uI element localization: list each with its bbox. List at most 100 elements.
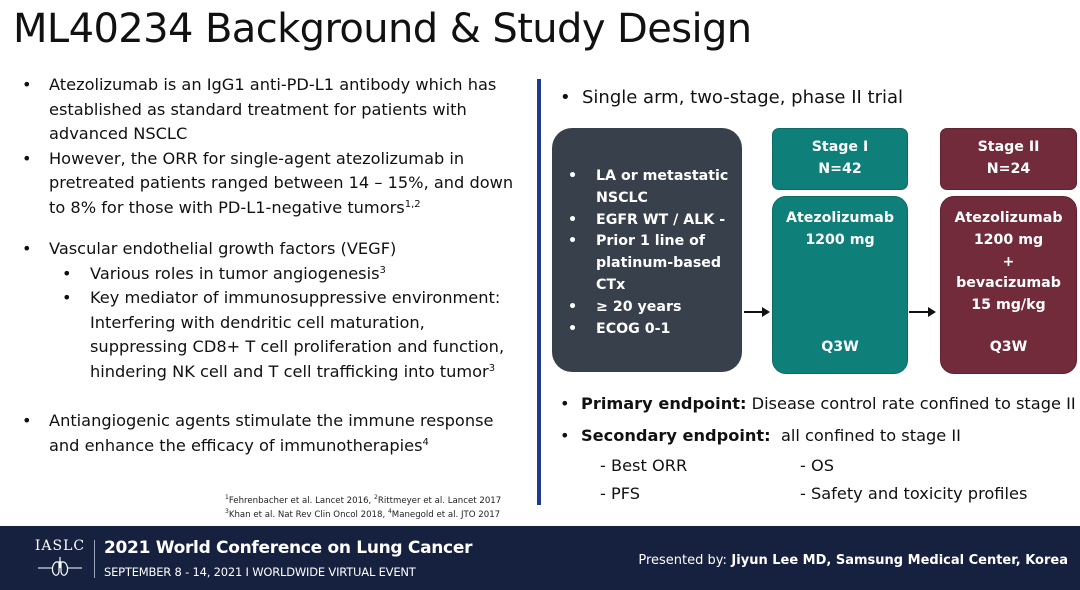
bullet-dot: • xyxy=(62,263,72,283)
bullet-dot: • xyxy=(568,168,578,184)
drug-dose: 1200 mg xyxy=(973,231,1044,248)
stage-2-treatment: Atezolizumab 1200 mg + bevacizumab 15 mg… xyxy=(940,196,1077,374)
criteria-item: • EGFR WT / ALK - xyxy=(568,210,738,232)
footer-divider xyxy=(94,540,95,578)
bullet-dot: • xyxy=(568,298,578,315)
reference-line-1: 1Fehrenbacher et al. Lancet 2016, 2Rittm… xyxy=(225,494,501,508)
dosing-schedule: Q3W xyxy=(989,339,1028,356)
endpoint-item: - Best ORR xyxy=(600,456,688,475)
citation-superscript: 1,2 xyxy=(404,198,421,210)
bullet-text: Vascular endothelial growth factors (VEG… xyxy=(49,239,397,258)
references: 1Fehrenbacher et al. Lancet 2016, 2Rittm… xyxy=(225,494,501,522)
sub-bullet-immunosuppressive: • Key mediator of immunosuppressive envi… xyxy=(62,286,527,384)
stage-1-treatment: Atezolizumab 1200 mg Q3W xyxy=(772,196,908,374)
bullet-text: However, the ORR for single-agent atezol… xyxy=(49,147,527,221)
ref-text: Rittmeyer et al. Lancet 2017 xyxy=(377,496,502,506)
criteria-item: • ECOG 0-1 xyxy=(568,319,738,341)
reference-line-2: 3Khan et al. Nat Rev Clin Oncol 2018, 4M… xyxy=(225,508,501,522)
ref-number: 1 xyxy=(225,494,229,501)
endpoint-item: - PFS xyxy=(600,484,641,503)
drug-dose: 1200 mg xyxy=(805,231,875,248)
bullet-dot: • xyxy=(568,320,578,337)
criteria-list: • LA or metastatic NSCLC • EGFR WT / ALK -… xyxy=(568,166,738,340)
bullet-dot: • xyxy=(22,411,32,430)
stage-sample-size: N=42 xyxy=(818,161,862,177)
bullet-text: Antiangiogenic agents stimulate the immu… xyxy=(49,409,527,458)
ref-number: 4 xyxy=(387,508,392,515)
citation-superscript: 4 xyxy=(422,436,429,448)
bullet-text: Atezolizumab is an IgG1 anti-PD-L1 antib… xyxy=(49,75,497,143)
conference-name: 2021 World Conference on Lung Cancer xyxy=(104,538,473,558)
stage-1-header: Stage I N=42 xyxy=(772,128,908,190)
endpoint-row: - PFS - Safety and toxicity profiles xyxy=(600,480,1070,508)
drug-name: Atezolizumab xyxy=(786,210,894,226)
bullet-dot: • xyxy=(22,75,32,94)
treatment-regimen: Atezolizumab 1200 mg + bevacizumab 15 mg… xyxy=(941,208,1076,317)
citation-superscript: 3 xyxy=(488,362,496,374)
ref-text: Fehrenbacher et al. Lancet 2016, xyxy=(228,496,375,506)
endpoint-item: - OS xyxy=(800,456,835,475)
drug-name: Atezolizumab xyxy=(954,210,1063,226)
sub-bullet-text-body: Key mediator of immunosuppressive enviro… xyxy=(90,288,505,381)
endpoint-description: all confined to stage II xyxy=(770,426,961,445)
presenter-credit: Presented by: Jiyun Lee MD, Samsung Medi… xyxy=(638,553,1068,568)
criteria-text: EGFR WT / ALK - xyxy=(596,211,726,228)
trial-design-text: Single arm, two-stage, phase II trial xyxy=(582,87,904,108)
sub-bullet-text-body: Various roles in tumor angiogenesis xyxy=(90,263,380,283)
ref-number: 2 xyxy=(374,494,378,501)
iaslc-logo: IASLC xyxy=(30,538,90,582)
citation-superscript: 3 xyxy=(379,264,386,276)
conference-footer: IASLC 2021 World Conference on Lung Canc… xyxy=(0,526,1080,590)
primary-endpoint: • Primary endpoint: Disease control rate… xyxy=(560,391,1076,417)
endpoint-text: Primary endpoint: Disease control rate c… xyxy=(581,391,1076,417)
endpoints: • Primary endpoint: Disease control rate… xyxy=(560,391,1076,449)
criteria-item: • Prior 1 line of platinum-based CTx xyxy=(568,231,738,296)
presenter-name: Jiyun Lee MD, Samsung Medical Center, Ko… xyxy=(726,553,1068,568)
stage-name: Stage I xyxy=(811,139,869,156)
endpoint-text: Secondary endpoint: all confined to stag… xyxy=(581,423,961,449)
endpoint-label: Primary endpoint: xyxy=(581,394,747,413)
criteria-item: • LA or metastatic NSCLC xyxy=(568,166,738,210)
bullet-dot: • xyxy=(22,148,32,168)
vertical-divider xyxy=(537,79,541,505)
background-bullets: • Atezolizumab is an IgG1 anti-PD-L1 ant… xyxy=(22,73,527,458)
treatment-regimen: Atezolizumab 1200 mg xyxy=(773,208,907,252)
bullet-dot: • xyxy=(560,394,570,413)
stage-name: Stage II xyxy=(977,139,1040,156)
endpoint-row: - Best ORR - OS xyxy=(600,452,1070,480)
bullet-dot: • xyxy=(568,211,578,228)
dosing-schedule: Q3W xyxy=(821,339,859,356)
endpoint-item: - Safety and toxicity profiles xyxy=(800,484,1028,503)
page-title: ML40234 Background & Study Design xyxy=(13,6,752,52)
bullet-dot: • xyxy=(560,426,570,445)
criteria-text: ≥ 20 years xyxy=(596,298,682,315)
ref-text: Manegold et al. JTO 2017 xyxy=(391,510,501,520)
arrow-right-icon xyxy=(909,307,936,317)
bullet-dot: • xyxy=(560,87,571,108)
logo-text: IASLC xyxy=(34,538,86,554)
secondary-endpoint: • Secondary endpoint: all confined to st… xyxy=(560,423,1076,449)
endpoint-label: Secondary endpoint: xyxy=(581,426,771,445)
conference-dates: SEPTEMBER 8 - 14, 2021 I WORLDWIDE VIRTU… xyxy=(104,565,416,579)
sub-bullet-angiogenesis: • Various roles in tumor angiogenesis3 xyxy=(62,262,527,287)
criteria-text: ECOG 0-1 xyxy=(596,320,671,337)
bullet-text-body: However, the ORR for single-agent atezol… xyxy=(49,148,514,217)
criteria-text: Prior 1 line of platinum-based CTx xyxy=(596,233,722,293)
ref-text: Khan et al. Nat Rev Clin Oncol 2018, xyxy=(228,510,388,520)
sub-bullet-text: Various roles in tumor angiogenesis3 xyxy=(90,262,386,287)
stage-2-header: Stage II N=24 xyxy=(940,128,1077,190)
bullet-dot: • xyxy=(62,288,72,307)
ref-number: 3 xyxy=(225,508,229,515)
bullet-atezolizumab: • Atezolizumab is an IgG1 anti-PD-L1 ant… xyxy=(22,73,527,147)
bullet-antiangiogenic: • Antiangiogenic agents stimulate the im… xyxy=(22,409,527,458)
trial-design-bullet: • Single arm, two-stage, phase II trial xyxy=(560,85,903,111)
sub-bullet-text: Key mediator of immunosuppressive enviro… xyxy=(90,286,527,384)
criteria-item: • ≥ 20 years xyxy=(568,297,738,319)
endpoint-description: Disease control rate confined to stage I… xyxy=(746,394,1076,413)
eligibility-criteria-box: • LA or metastatic NSCLC • EGFR WT / ALK -… xyxy=(552,128,742,372)
criteria-text: LA or metastatic NSCLC xyxy=(596,168,729,206)
bullet-dot: • xyxy=(22,239,32,258)
bullet-dot: • xyxy=(568,233,578,250)
presented-label: Presented by: xyxy=(638,553,727,568)
bullet-orr: • However, the ORR for single-agent atez… xyxy=(22,147,527,221)
